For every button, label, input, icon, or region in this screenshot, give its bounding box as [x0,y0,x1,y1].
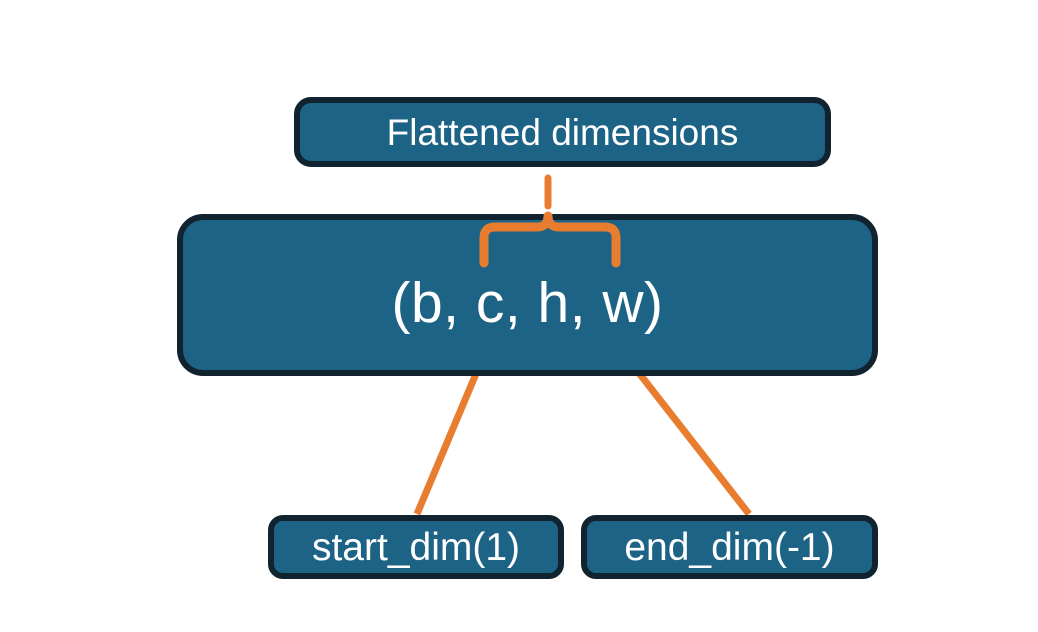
end-dim-node[interactable]: end_dim(-1) [581,515,878,579]
tensor-shape-node[interactable]: (b, c, h, w) [177,214,878,376]
start-dim-node[interactable]: start_dim(1) [268,515,564,579]
end-dim-label: end_dim(-1) [624,525,835,569]
flattened-dimensions-node[interactable]: Flattened dimensions [294,97,831,167]
tensor-shape-label: (b, c, h, w) [391,270,664,335]
flattened-dimensions-label: Flattened dimensions [386,111,739,153]
start-dim-label: start_dim(1) [311,525,521,569]
